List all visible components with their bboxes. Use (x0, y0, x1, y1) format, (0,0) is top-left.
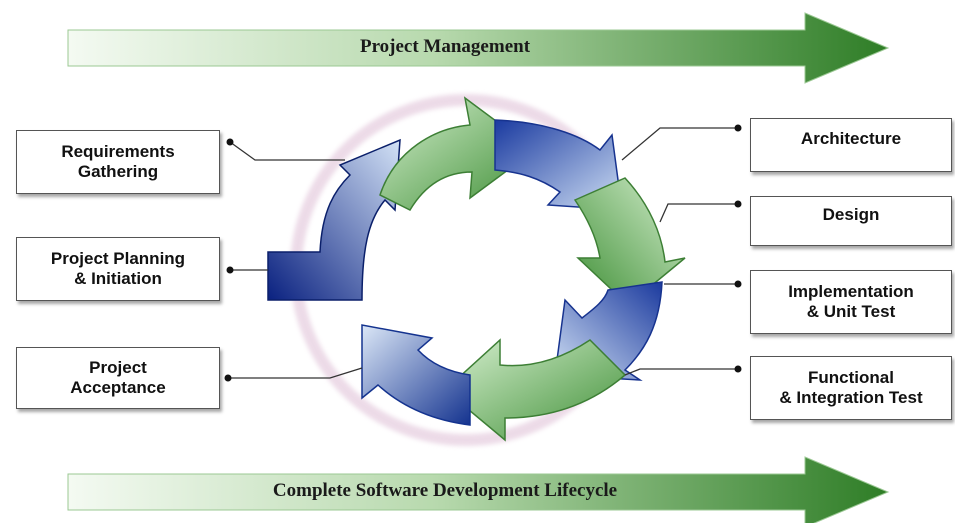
connector-functional (624, 368, 738, 376)
cycle-arrows (267, 96, 686, 442)
dot-implementation (734, 280, 742, 288)
bottom-banner-title: Complete Software Development Lifecycle (272, 480, 618, 501)
top-banner-title: Project Management (359, 36, 531, 57)
connector-acceptance (228, 367, 363, 379)
phase-label-design: Design (822, 205, 880, 224)
connector-design (659, 203, 738, 223)
top-banner-arrow (67, 12, 890, 84)
phase-label-requirements-gathering: Requirements Gathering (61, 142, 175, 181)
cycle-arrow-blue-left (267, 138, 401, 301)
phase-box-project-planning: Project Planning & Initiation (16, 237, 220, 301)
dot-architecture (734, 124, 742, 132)
cycle-arrow-green-right (573, 177, 686, 306)
phase-box-design: Design (750, 196, 952, 246)
dot-functional (734, 365, 742, 373)
dot-requirements (226, 138, 234, 146)
phase-label-architecture: Architecture (800, 129, 902, 148)
connector-requirements (229, 141, 345, 161)
phase-label-implementation: Implementation & Unit Test (788, 282, 914, 321)
phase-label-project-acceptance: Project Acceptance (70, 358, 166, 397)
connector-dots (224, 124, 742, 382)
dot-acceptance (224, 374, 232, 382)
phase-box-project-acceptance: Project Acceptance (16, 347, 220, 409)
bottom-banner-arrow (67, 456, 890, 523)
phase-box-architecture: Architecture (750, 118, 952, 172)
connector-architecture (621, 127, 738, 161)
dot-design (734, 200, 742, 208)
dot-planning (226, 266, 234, 274)
phase-box-implementation: Implementation & Unit Test (750, 270, 952, 334)
cycle-arrow-blue-top-right (494, 119, 623, 211)
connectors (228, 127, 738, 379)
phase-box-functional-integration: Functional & Integration Test (750, 356, 952, 420)
phase-label-project-planning: Project Planning & Initiation (50, 249, 186, 288)
cycle-arrow-green-bottom (443, 338, 627, 442)
phase-box-requirements-gathering: Requirements Gathering (16, 130, 220, 194)
phase-label-functional-integration: Functional & Integration Test (779, 368, 923, 407)
cycle-arrow-blue-bottom (361, 324, 471, 426)
